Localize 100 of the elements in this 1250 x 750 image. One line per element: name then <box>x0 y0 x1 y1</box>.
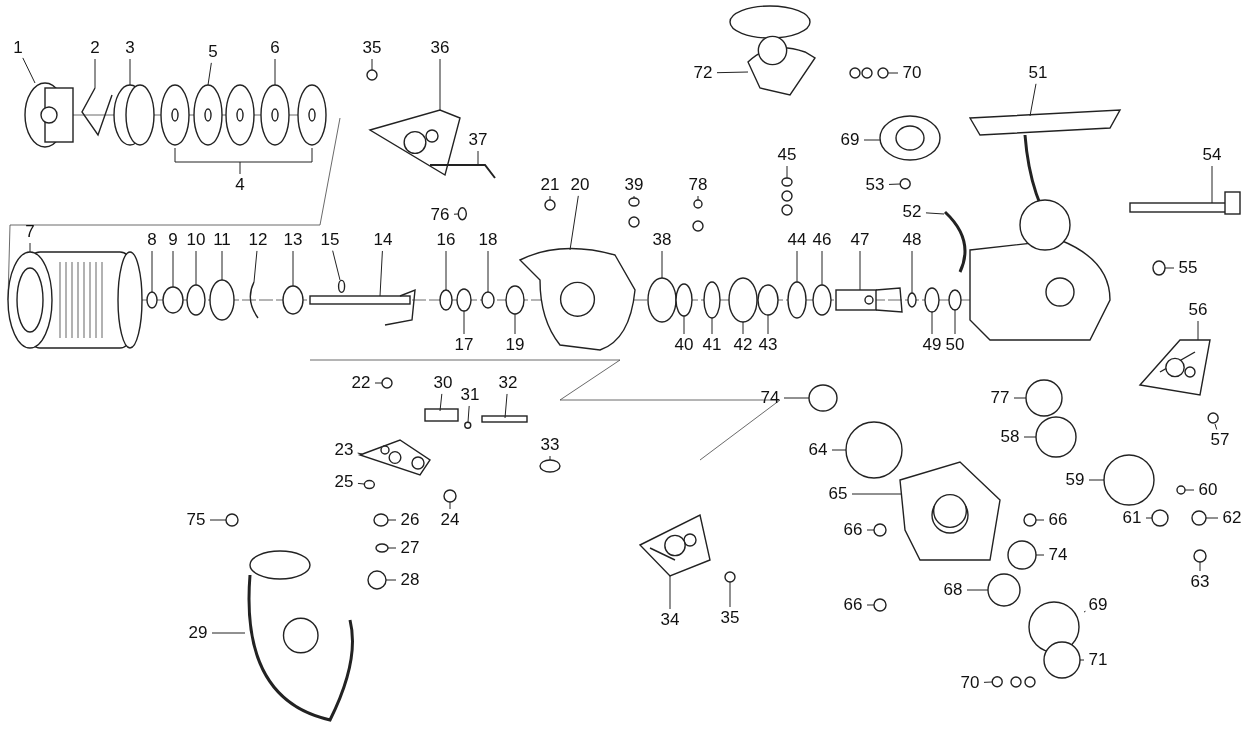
callout-number: 23 <box>333 441 355 459</box>
part-drawing <box>174 147 313 163</box>
callout-number: 30 <box>432 374 454 392</box>
part-drawing <box>1207 412 1219 424</box>
part-drawing <box>1025 379 1063 417</box>
leader-line <box>467 405 470 423</box>
leader-line <box>1035 519 1045 521</box>
part-drawing <box>381 377 393 389</box>
callout-number: 75 <box>185 511 207 529</box>
leader-line <box>1035 554 1045 556</box>
leader-line <box>1083 610 1086 613</box>
leader-line <box>357 482 365 485</box>
part-drawing <box>249 281 259 319</box>
callout-number: 42 <box>732 336 754 354</box>
part-drawing <box>225 513 239 527</box>
callout-number: 70 <box>959 674 981 692</box>
callout-number: 28 <box>399 571 421 589</box>
callout-number: 10 <box>185 231 207 249</box>
callout-number: 52 <box>901 203 923 221</box>
leader-line <box>274 58 276 86</box>
callout-number: 15 <box>319 231 341 249</box>
leader-line <box>292 250 294 287</box>
leader-line <box>742 321 744 335</box>
callout-number: 11 <box>212 231 232 249</box>
callout-number: 24 <box>439 511 461 529</box>
part-drawing <box>113 84 155 146</box>
part-drawing <box>924 287 940 313</box>
part-drawing <box>808 384 838 412</box>
part-drawing <box>260 84 290 146</box>
callout-number: 35 <box>361 39 383 57</box>
leader-line <box>239 161 241 175</box>
part-drawing <box>987 573 1021 607</box>
part-drawing <box>835 287 903 313</box>
callout-number: 18 <box>477 231 499 249</box>
part-drawing <box>628 197 640 228</box>
leader-line <box>711 317 713 335</box>
leader-line <box>1145 517 1153 519</box>
callout-number: 47 <box>849 231 871 249</box>
leader-line <box>866 604 875 606</box>
part-drawing <box>647 277 677 323</box>
callout-number: 43 <box>757 336 779 354</box>
leader-line <box>449 501 451 510</box>
leader-line <box>371 58 373 71</box>
leader-line <box>439 393 443 412</box>
part-drawing <box>505 285 525 315</box>
part-drawing <box>873 598 887 612</box>
callout-number: 51 <box>1027 64 1049 82</box>
part-drawing <box>7 251 143 349</box>
leader-line <box>385 579 397 581</box>
part-drawing <box>193 84 223 146</box>
part-drawing <box>368 109 461 177</box>
callout-number: 20 <box>569 176 591 194</box>
part-drawing <box>899 178 911 190</box>
callout-number: 53 <box>864 176 886 194</box>
callout-number: 16 <box>435 231 457 249</box>
leader-line <box>22 57 36 84</box>
callout-number: 8 <box>146 231 158 249</box>
callout-number: 14 <box>372 231 394 249</box>
leader-line <box>1088 479 1105 481</box>
leader-line <box>332 250 341 281</box>
callout-number: 59 <box>1064 471 1086 489</box>
callout-number: 37 <box>467 131 489 149</box>
part-drawing <box>481 415 528 423</box>
part-drawing <box>845 421 903 479</box>
part-drawing <box>81 87 113 137</box>
callout-number: 17 <box>453 336 475 354</box>
callout-number: 25 <box>333 473 355 491</box>
leader-line <box>796 250 798 283</box>
part-drawing <box>1035 416 1077 458</box>
callout-number: 50 <box>944 336 966 354</box>
part-drawing <box>638 513 711 577</box>
part-drawing <box>1103 454 1155 506</box>
callout-number: 58 <box>999 428 1021 446</box>
leader-line <box>253 250 258 283</box>
leader-line <box>1023 436 1037 438</box>
callout-number: 55 <box>1177 259 1199 277</box>
leader-line <box>661 250 663 279</box>
leader-line <box>1199 561 1201 572</box>
part-drawing <box>781 177 793 216</box>
part-drawing <box>968 109 1122 341</box>
callout-number: 66 <box>842 521 864 539</box>
leader-line <box>374 382 383 384</box>
callout-number: 38 <box>651 231 673 249</box>
leader-line <box>863 139 881 141</box>
leader-line <box>1184 489 1195 491</box>
callout-number: 27 <box>399 539 421 557</box>
callout-number: 44 <box>786 231 808 249</box>
leader-line <box>669 575 671 610</box>
leader-line <box>1029 83 1037 117</box>
leader-line <box>549 195 551 201</box>
callout-number: 60 <box>1197 481 1219 499</box>
callout-number: 9 <box>167 231 179 249</box>
part-drawing <box>539 459 561 473</box>
part-drawing <box>757 284 779 316</box>
callout-number: 68 <box>942 581 964 599</box>
leader-line <box>831 449 847 451</box>
callout-number: 31 <box>459 386 481 404</box>
leader-line <box>911 250 913 294</box>
part-drawing <box>481 291 495 309</box>
callout-number: 34 <box>659 611 681 629</box>
